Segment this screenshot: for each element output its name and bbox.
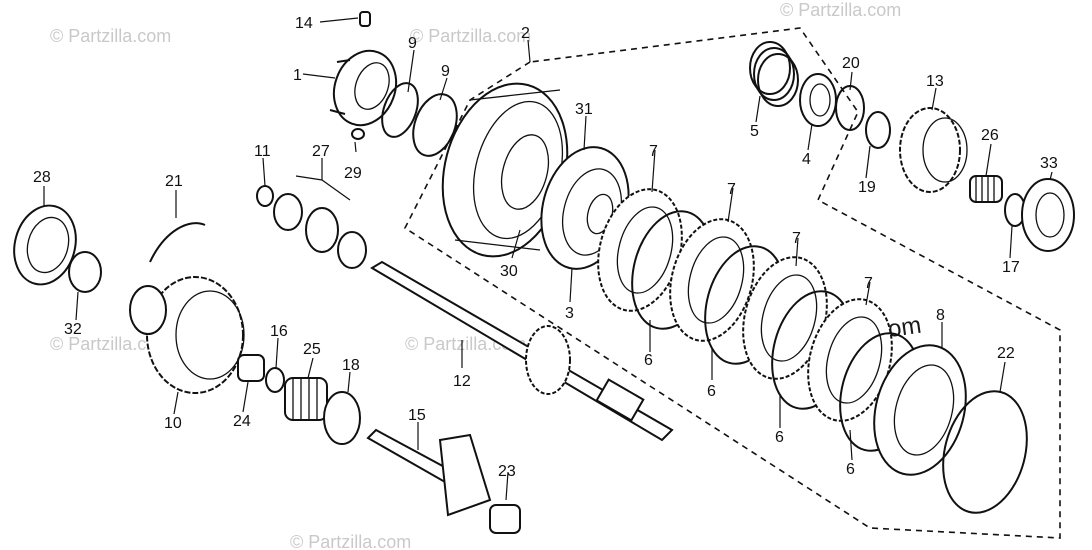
part-washer[interactable] (865, 111, 891, 149)
part-label: 28 (33, 169, 51, 186)
part-needle-bearing[interactable] (969, 175, 1003, 203)
part-label: 6 (775, 429, 784, 446)
part-label: 9 (408, 35, 417, 52)
watermark: © Partzilla.com (410, 26, 531, 46)
part-label: 22 (997, 345, 1015, 362)
part-mainshaft[interactable] (370, 260, 674, 442)
part-clutch-outer[interactable] (424, 69, 585, 270)
part-label: 10 (164, 415, 182, 432)
part-label: 26 (981, 127, 999, 144)
watermark: © Partzilla.com (50, 26, 171, 46)
watermark: © Partzilla.com (290, 532, 411, 550)
part-label: 18 (342, 357, 360, 374)
part-gear[interactable] (899, 107, 968, 193)
part-label: 7 (649, 143, 658, 160)
part-label: 6 (707, 383, 716, 400)
leader-lines (43, 17, 1053, 501)
part-wire-ring[interactable] (930, 382, 1039, 522)
part-label: 17 (1002, 259, 1020, 276)
part-gear[interactable] (129, 276, 245, 394)
part-label: 7 (864, 275, 873, 292)
part-pressure-plate[interactable] (860, 335, 979, 485)
part-washer[interactable] (351, 128, 365, 140)
part-label: 11 (254, 143, 271, 160)
part-label: 20 (842, 55, 860, 72)
part-label: 1 (293, 67, 302, 84)
part-thrust-bearing[interactable] (273, 193, 367, 269)
part-circlip[interactable] (835, 85, 865, 131)
part-label: 4 (802, 151, 811, 168)
part-label: 9 (441, 63, 450, 80)
part-needle-bearing[interactable] (237, 354, 265, 382)
part-label: 31 (575, 101, 593, 118)
part-collar[interactable] (324, 42, 406, 134)
part-label: 15 (408, 407, 426, 424)
part-label: 7 (792, 230, 801, 247)
part-circlip[interactable] (149, 222, 206, 263)
watermark: © Partzilla.com (50, 334, 171, 354)
part-needle-bearing[interactable] (489, 504, 521, 534)
part-label: 16 (270, 323, 288, 340)
part-countershaft[interactable] (366, 428, 492, 517)
part-label: 25 (303, 341, 321, 358)
watermark: © Partzilla.com (780, 0, 901, 20)
part-label: 13 (926, 73, 944, 90)
part-o-ring[interactable] (68, 251, 102, 293)
part-washer[interactable] (265, 367, 285, 393)
part-washer[interactable] (799, 73, 837, 127)
part-ball-bearing[interactable] (1021, 178, 1075, 252)
part-washer[interactable] (323, 391, 361, 445)
part-label: 30 (500, 263, 518, 280)
part-label: 32 (64, 321, 82, 338)
part-spring[interactable] (749, 41, 799, 107)
part-label: 14 (295, 15, 313, 32)
part-label: 33 (1040, 155, 1058, 172)
part-label: 8 (936, 307, 945, 324)
part-label: 29 (344, 165, 362, 182)
part-needle-bearing[interactable] (284, 377, 328, 421)
part-label: 3 (565, 305, 574, 322)
assembly-outline (403, 27, 1061, 539)
part-friction-plate[interactable] (795, 290, 904, 430)
part-label: 27 (312, 143, 330, 160)
part-label: 6 (846, 461, 855, 478)
part-label: 21 (165, 173, 183, 190)
part-label: 23 (498, 463, 516, 480)
part-label: 12 (453, 373, 471, 390)
part-lock-plate[interactable] (6, 199, 85, 292)
part-label: 6 (644, 352, 653, 369)
part-label: 19 (858, 179, 876, 196)
part-pin[interactable] (359, 11, 371, 27)
part-label: 24 (233, 413, 251, 430)
part-collar-small[interactable] (256, 185, 274, 207)
part-label: 5 (750, 123, 759, 140)
part-label: 7 (727, 181, 736, 198)
part-label: 2 (521, 25, 530, 42)
part-circlip[interactable] (405, 88, 464, 162)
